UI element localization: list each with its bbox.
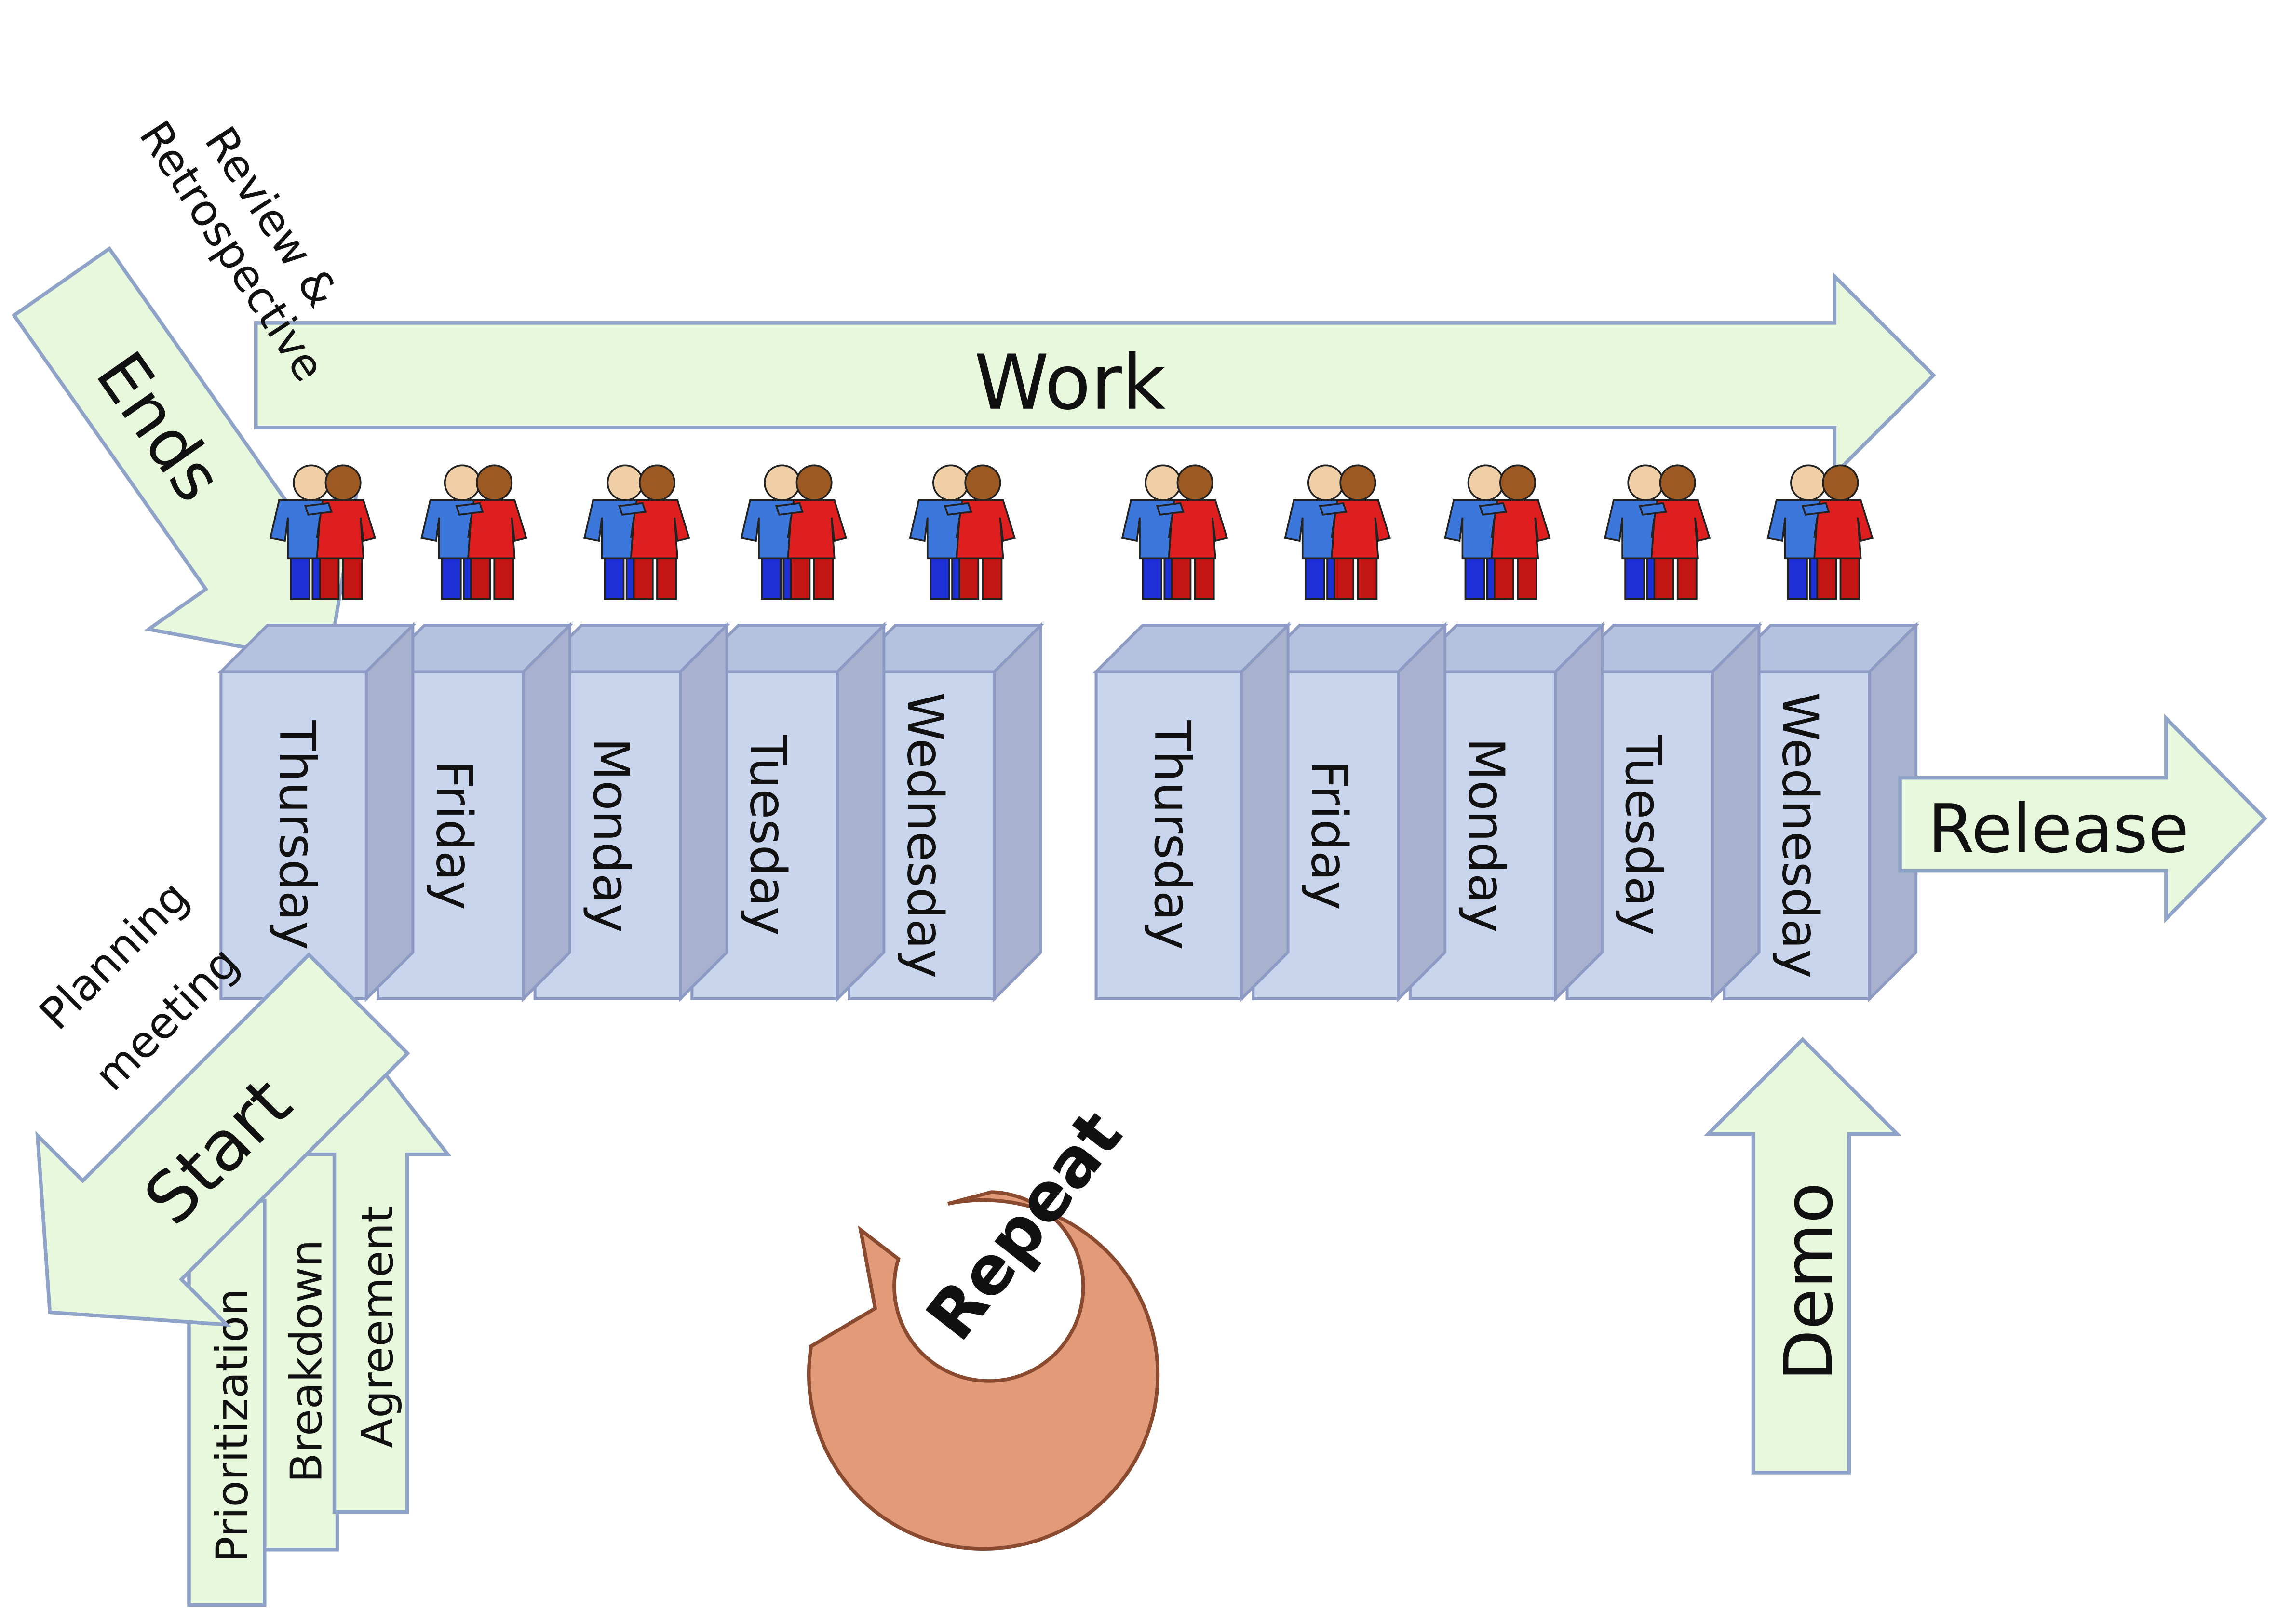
sprint1-day-label-4: Wednesday <box>896 692 953 979</box>
sprint2-day-label-3: Tuesday <box>1614 734 1671 936</box>
release-label: Release <box>1928 790 2189 868</box>
sprint2-day-box-0: Thursday <box>1092 621 1292 1003</box>
team-pair-icon <box>1766 464 1874 600</box>
team-pair-icon <box>741 464 847 600</box>
team-pair-icon <box>1604 464 1711 600</box>
sprint2-day-label-4: Wednesday <box>1771 692 1829 979</box>
sprint1-day-label-1: Friday <box>425 760 482 910</box>
agreement-arrow: Agreement <box>290 1052 452 1514</box>
team-pair-icon <box>909 464 1016 600</box>
team-pair-icon <box>420 464 527 600</box>
team-pair-icon <box>1444 464 1551 600</box>
demo-arrow: Demo <box>1703 1037 1902 1475</box>
breakdown-label: Breakdown <box>281 1239 332 1483</box>
team-members <box>270 464 1874 600</box>
sprint1-day-label-0: Thursday <box>268 720 325 950</box>
sprint2-day-label-2: Monday <box>1457 738 1514 933</box>
sprint-2-days: Wednesday Tuesday Monday Friday Thursday <box>1092 621 1920 1003</box>
work-arrow <box>254 272 1936 479</box>
team-pair-icon <box>583 464 690 600</box>
sprint1-day-box-0: Thursday <box>217 621 417 1003</box>
release-arrow <box>1898 713 2268 924</box>
sprint2-day-label-0: Thursday <box>1143 720 1200 950</box>
prioritization-label: Prioritization <box>207 1288 258 1563</box>
team-pair-icon <box>1284 464 1391 600</box>
demo-label: Demo <box>1769 1182 1847 1381</box>
sprint-1-days: Wednesday Tuesday Monday Friday Thursday <box>217 621 1045 1003</box>
sprint1-day-label-2: Monday <box>582 738 639 933</box>
team-pair-icon <box>1121 464 1228 600</box>
work-label: Work <box>974 338 1166 427</box>
sprint1-day-box-4: Wednesday <box>845 621 1045 1003</box>
sprint1-day-label-3: Tuesday <box>739 734 796 936</box>
repeat-cycle-icon: Repeat <box>807 1096 1160 1551</box>
sprint2-day-label-1: Friday <box>1300 760 1358 910</box>
agreement-label: Agreement <box>352 1206 403 1448</box>
